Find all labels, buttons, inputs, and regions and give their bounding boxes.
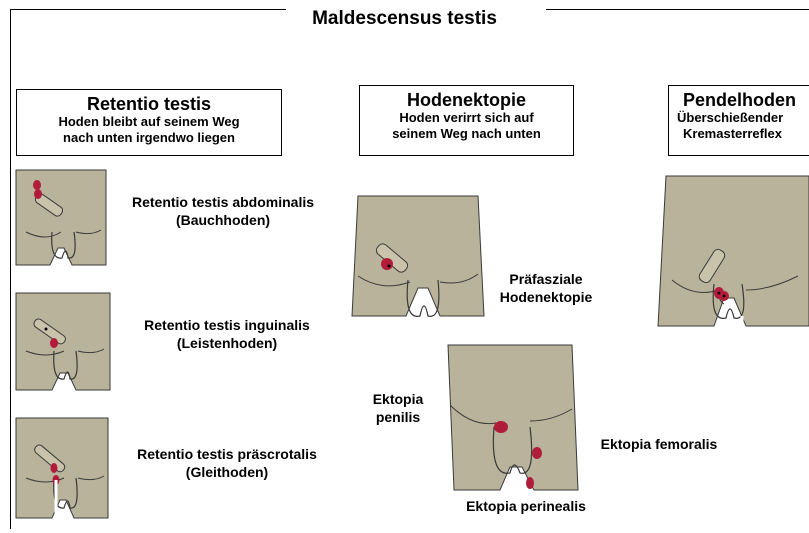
label-femoralis: Ektopia femoralis bbox=[584, 435, 734, 453]
label-praefasziale: Präfasziale Hodenektopie bbox=[486, 270, 606, 306]
pendel-heading: Pendelhoden bbox=[683, 90, 809, 110]
pendel-line1: Überschießender bbox=[677, 110, 809, 126]
label-praefasziale-line1: Präfasziale bbox=[509, 271, 582, 287]
label-abdominalis-line2: (Bauchhoden) bbox=[176, 212, 270, 228]
label-praefasziale-line2: Hodenektopie bbox=[500, 289, 593, 305]
label-praescrotalis: Retentio testis präscrotalis (Gleithoden… bbox=[112, 445, 342, 481]
header-box-ektopie: Hodenektopie Hoden verirrt sich auf sein… bbox=[359, 85, 574, 156]
label-perinealis: Ektopia perinealis bbox=[446, 497, 606, 515]
label-inguinalis-line2: (Leistenhoden) bbox=[177, 335, 277, 351]
figure-inguinalis bbox=[16, 293, 110, 390]
retentio-heading: Retentio testis bbox=[17, 94, 281, 114]
label-abdominalis-line1: Retentio testis abdominalis bbox=[132, 194, 314, 210]
figure-ektopie-varianten bbox=[448, 345, 578, 490]
ektopie-line2: seinem Weg nach unten bbox=[360, 126, 573, 142]
label-inguinalis-line1: Retentio testis inguinalis bbox=[144, 317, 310, 333]
retentio-line2: nach unten irgendwo liegen bbox=[17, 130, 281, 146]
label-penilis-line1: Ektopia bbox=[373, 391, 424, 407]
ektopie-line1: Hoden verirrt sich auf bbox=[360, 110, 573, 126]
header-box-pendel: Pendelhoden Überschießender Kremasterref… bbox=[668, 85, 809, 156]
page-title: Maldescensus testis bbox=[0, 8, 809, 30]
label-inguinalis: Retentio testis inguinalis (Leistenhoden… bbox=[112, 316, 342, 352]
label-praescrotalis-line2: (Gleithoden) bbox=[186, 464, 268, 480]
header-box-retentio: Retentio testis Hoden bleibt auf seinem … bbox=[16, 89, 282, 156]
ektopie-heading: Hodenektopie bbox=[360, 90, 573, 110]
label-abdominalis: Retentio testis abdominalis (Bauchhoden) bbox=[108, 193, 338, 229]
label-penilis: Ektopia penilis bbox=[364, 390, 432, 426]
figure-praefasziale bbox=[352, 196, 484, 340]
figure-pendelhoden bbox=[658, 176, 809, 330]
label-praescrotalis-line1: Retentio testis präscrotalis bbox=[137, 446, 317, 462]
retentio-line1: Hoden bleibt auf seinem Weg bbox=[17, 114, 281, 130]
frame-left-line bbox=[10, 9, 11, 529]
figure-abdominalis bbox=[16, 170, 106, 270]
label-penilis-line2: penilis bbox=[376, 409, 420, 425]
pendel-line2: Kremasterreflex bbox=[683, 126, 809, 142]
figure-praescrotalis bbox=[16, 418, 108, 523]
